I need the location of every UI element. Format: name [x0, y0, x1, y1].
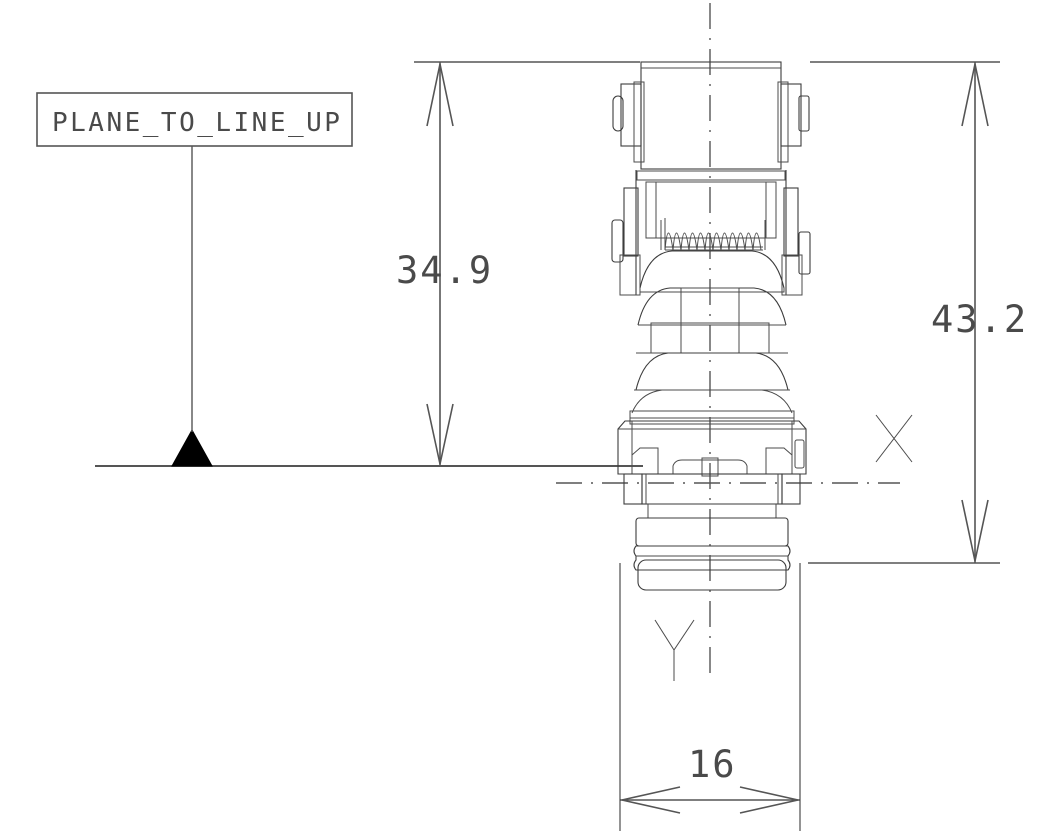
mechanical-part-assembly	[611, 61, 811, 831]
axis-label-x-group	[875, 414, 913, 463]
dimension-16-text: 16	[688, 743, 737, 786]
axis-label-y-group	[654, 619, 695, 681]
dimension-43-2-text: 43.2	[931, 298, 1028, 341]
part-upper-bracket	[611, 170, 811, 296]
part-top-left-lug	[612, 81, 645, 163]
part-knurled-collar	[623, 473, 801, 505]
part-lower-shaft	[619, 563, 801, 831]
datum-triangle-marker	[171, 146, 213, 467]
dimension-43-2: 43.2	[808, 61, 1028, 564]
part-spring-coils	[660, 218, 766, 251]
part-shoulder-lower	[631, 352, 793, 414]
part-bellows-section	[633, 503, 791, 591]
dimension-34-9: 34.9	[396, 61, 640, 466]
part-main-cylinder	[629, 410, 795, 425]
dimension-34-9-text: 34.9	[396, 249, 493, 292]
part-flange-block	[617, 420, 807, 477]
part-top-body	[640, 61, 782, 170]
part-middle-stepped-block	[636, 287, 788, 354]
plane-to-line-up-label-text: PLANE_TO_LINE_UP	[52, 108, 342, 138]
plane-to-line-up-label-box[interactable]: PLANE_TO_LINE_UP	[36, 92, 353, 147]
part-top-right-lug	[777, 81, 810, 163]
dimension-16: 16	[620, 743, 800, 814]
